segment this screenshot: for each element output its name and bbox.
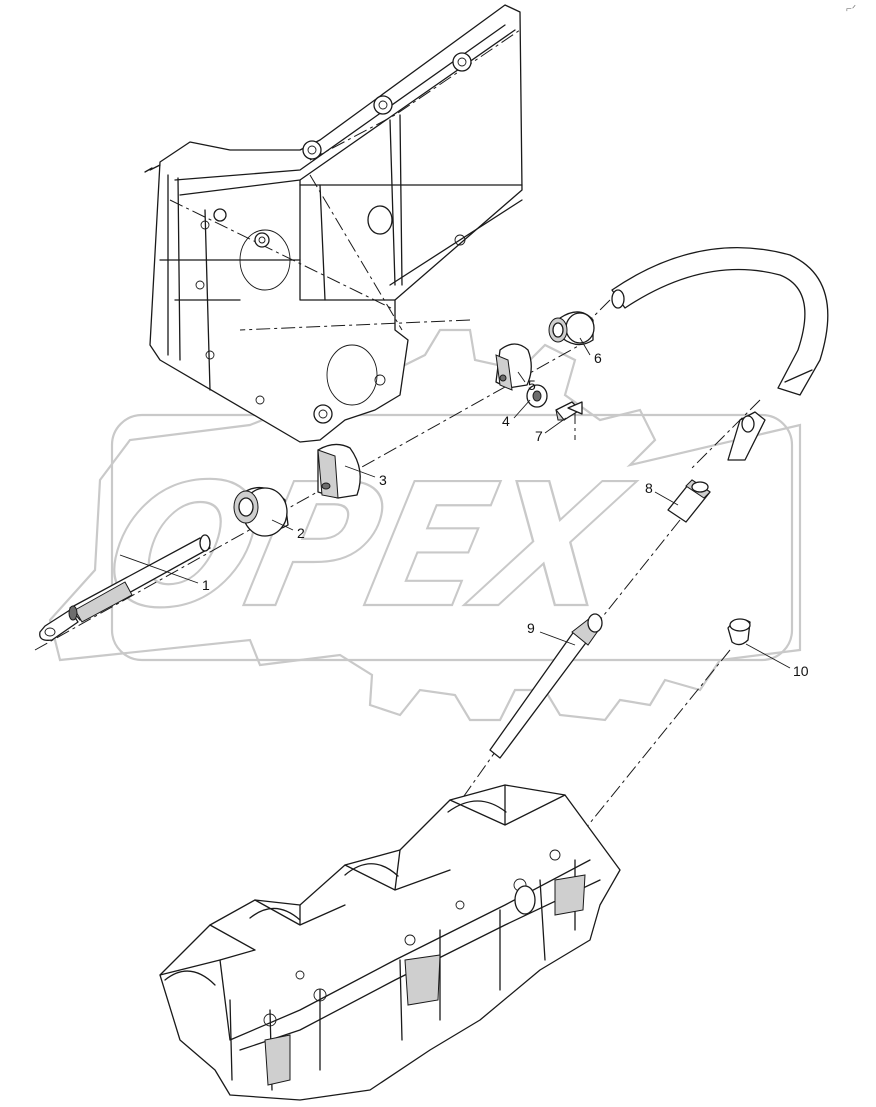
callout-3: 3 [379, 472, 387, 488]
callout-6: 6 [594, 350, 602, 366]
corner-mark: ⌐ᐟ [846, 4, 856, 15]
opex-watermark: OPEX [48, 328, 802, 722]
part-9-rod [489, 613, 603, 759]
part-4-washer [526, 384, 548, 408]
callout-8: 8 [645, 480, 653, 496]
callout-9: 9 [527, 620, 535, 636]
callout-2: 2 [297, 525, 305, 541]
part-6-grommet [548, 311, 595, 346]
part-8-connector [667, 479, 711, 523]
callout-labels: 1 2 3 4 5 6 7 8 9 10 [202, 350, 809, 679]
callout-1: 1 [202, 577, 210, 593]
leader-lines [119, 337, 791, 669]
callout-7: 7 [535, 428, 543, 444]
part-3-clamp [317, 443, 361, 499]
engine-block [159, 784, 621, 1101]
timing-housing [144, 4, 523, 443]
part-5-clip [495, 343, 532, 391]
part-7-bolt [555, 401, 583, 421]
watermark-text: OPEX [91, 447, 645, 646]
callout-10: 10 [793, 663, 809, 679]
part-2-grommet [233, 487, 289, 537]
watermark-gear-icon [48, 328, 802, 722]
callout-5: 5 [528, 377, 536, 393]
dipstick-tube [611, 247, 829, 461]
callout-4: 4 [502, 413, 510, 429]
part-1-dipstick [39, 534, 211, 641]
part-10-cap [727, 618, 751, 646]
